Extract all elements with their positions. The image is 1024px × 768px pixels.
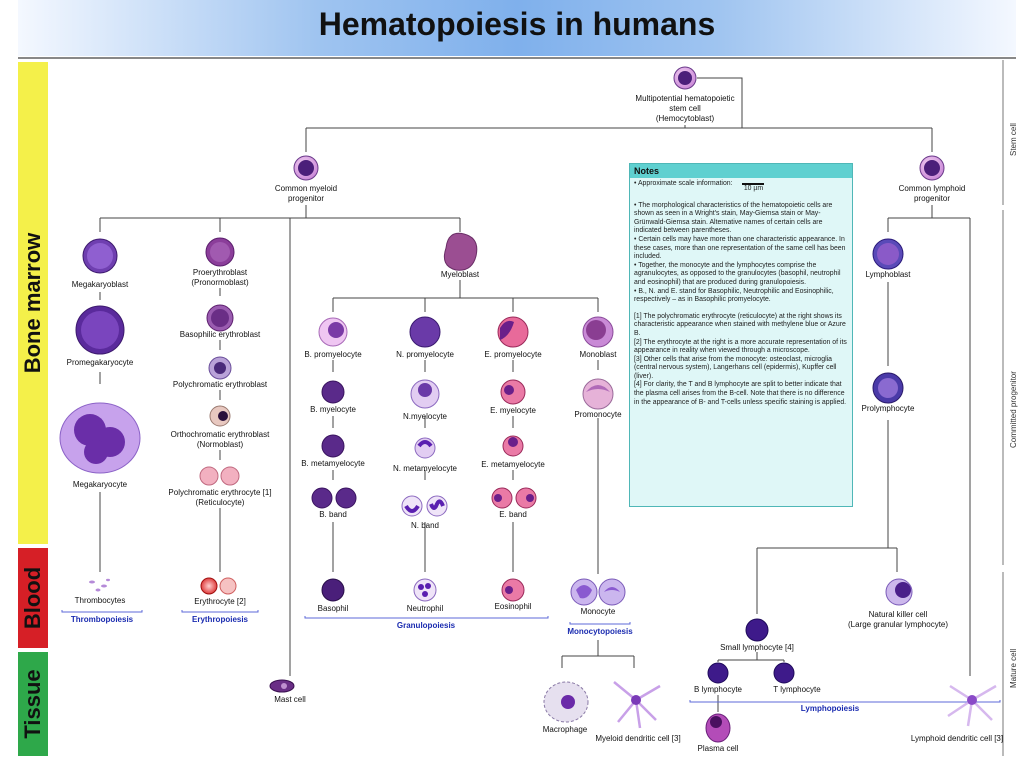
monocyte-cell-2 (598, 578, 626, 606)
promonocyte-label: Promonocyte (574, 410, 622, 419)
myeloblast-cell (443, 232, 478, 271)
scale-unit: 10 µm (743, 185, 764, 192)
connector-lines (99, 77, 971, 712)
b-myelocyte-label: B. myelocyte (310, 405, 356, 414)
promegakaryocyte-label: Promegakaryocyte (66, 358, 134, 367)
title-banner: Hematopoiesis in humans (18, 0, 1016, 59)
reticulocyte-cell-1 (199, 466, 219, 486)
basophilic-erythroblast-label: Basophilic erythroblast (179, 330, 261, 339)
proerythroblast-label: Proerythroblast (Pronormoblast) (191, 268, 249, 287)
erythrocyte-cell-1 (200, 577, 218, 595)
thrombopoiesis-label: Thrombopoiesis (70, 615, 134, 624)
b-lymphocyte-label: B lymphocyte (693, 685, 743, 694)
monoblast-label: Monoblast (579, 350, 617, 359)
notes-box: Notes • Approximate scale information: 1… (629, 163, 853, 507)
plasma-cell-label: Plasma cell (697, 744, 739, 753)
n-myelocyte-label: N.myelocyte (402, 412, 448, 421)
tissue-band: Tissue (18, 652, 48, 756)
monocyte-label: Monocyte (580, 607, 616, 616)
n-metamyelocyte-label: N. metamyelocyte (392, 464, 458, 473)
nk-cell-label: Natural killer cell (Large granular lymp… (847, 610, 949, 629)
eosinophil-label: Eosinophil (494, 602, 532, 611)
erythrocyte-label: Erythrocyte [2] (194, 597, 246, 606)
lymphoblast-label: Lymphoblast (865, 270, 911, 279)
b-lymphocyte-cell (707, 662, 729, 684)
clp-label: Common lymphoid progenitor (898, 184, 966, 203)
b-band-cell-2 (335, 487, 357, 509)
notes-body: • Approximate scale information: 10 µm •… (630, 178, 852, 409)
orthochromatic-erythroblast-label: Orthochromatic erythroblast (Normoblast) (170, 430, 270, 449)
thrombocytes-label: Thrombocytes (74, 596, 126, 605)
cmp-label: Common myeloid progenitor (274, 184, 338, 203)
e-band-label: E. band (499, 510, 527, 519)
b-band-label: B. band (319, 510, 347, 519)
notes-scale: • Approximate scale information: 10 µm (634, 180, 848, 194)
notes-footnote-4: [4] For clarity, the T and B lymphocyte … (634, 381, 847, 406)
notes-paragraph-1: • The morphological characteristics of t… (634, 201, 833, 235)
bone-marrow-band: Bone marrow (18, 62, 48, 544)
erythrocyte-cell-2 (219, 577, 237, 595)
promonocyte-cell (582, 378, 614, 410)
basophil-cell (321, 578, 345, 602)
myeloblast-label: Myeloblast (440, 270, 480, 279)
b-promyelocyte-label: B. promyelocyte (304, 350, 362, 359)
scale-bar-line (742, 183, 765, 185)
polychromatic-erythroblast-label: Polychromatic erythroblast (172, 380, 268, 389)
erythropoiesis-label: Erythropoiesis (191, 615, 249, 624)
notes-paragraph-4: • B., N. and E. stand for Basophilic, Ne… (634, 287, 834, 304)
myeloid-dc-label: Myeloid dendritic cell [3] (595, 734, 681, 743)
lymphopoiesis-label: Lymphopoiesis (800, 704, 860, 713)
notes-paragraph-2: • Certain cells may have more than one c… (634, 235, 846, 261)
granulopoiesis-label: Granulopoiesis (396, 621, 456, 630)
notes-footnote-1: [1] The polychromatic erythrocyte (retic… (634, 312, 846, 337)
t-lymphocyte-cell (773, 662, 795, 684)
notes-heading: Notes (630, 164, 852, 178)
b-metamyelocyte-cell (321, 434, 345, 458)
thrombocytes-cells (89, 578, 110, 592)
n-band-label: N. band (410, 521, 440, 530)
process-brackets (61, 610, 1001, 703)
polychromatic-erythrocyte-label: Polychromatic erythrocyte [1] (Reticuloc… (168, 488, 272, 507)
e-myelocyte-label: E. myelocyte (490, 406, 536, 415)
reticulocyte-cell-2 (220, 466, 240, 486)
hsc-label: Multipotential hematopoietic stem cell (… (635, 94, 735, 123)
n-promyelocyte-cell (409, 316, 441, 348)
b-myelocyte-cell (321, 380, 345, 404)
scale-bar: 10 µm (742, 180, 765, 194)
blood-band: Blood (18, 548, 48, 648)
macrophage-label: Macrophage (542, 725, 588, 734)
t-lymphocyte-label: T lymphocyte (773, 685, 821, 694)
page-title: Hematopoiesis in humans (318, 6, 716, 42)
myeloid-dendritic-cell (613, 681, 661, 729)
n-band-cell-1 (401, 495, 423, 517)
b-band-cell-1 (311, 487, 333, 509)
megakaryoblast-label: Megakaryoblast (71, 280, 129, 289)
e-promyelocyte-label: E. promyelocyte (484, 350, 542, 359)
notes-scale-text: • Approximate scale information: (634, 180, 733, 187)
b-metamyelocyte-label: B. metamyelocyte (301, 459, 365, 468)
monocytopoiesis-label: Monocytopoiesis (567, 627, 633, 636)
lymphoid-dc-label: Lymphoid dendritic cell [3] (910, 734, 1004, 743)
basophil-label: Basophil (317, 604, 349, 613)
n-promyelocyte-label: N. promyelocyte (396, 350, 454, 359)
e-metamyelocyte-label: E. metamyelocyte (481, 460, 545, 469)
small-lymphocyte-cell (745, 618, 769, 642)
notes-paragraph-3: • Together, the monocyte and the lymphoc… (634, 261, 841, 286)
megakaryocyte-label: Megakaryocyte (72, 480, 128, 489)
notes-footnote-2: [2] The erythrocyte at the right is a mo… (634, 338, 847, 355)
prolymphocyte-label: Prolymphocyte (861, 404, 915, 413)
lymphoid-dendritic-cell (947, 684, 997, 727)
neutrophil-cell (413, 578, 437, 602)
small-lymphocyte-label: Small lymphocyte [4] (720, 643, 794, 652)
neutrophil-label: Neutrophil (406, 604, 444, 613)
mast-cell-label: Mast cell (274, 695, 306, 704)
notes-footnote-3: [3] Other cells that arise from the mono… (634, 355, 837, 380)
